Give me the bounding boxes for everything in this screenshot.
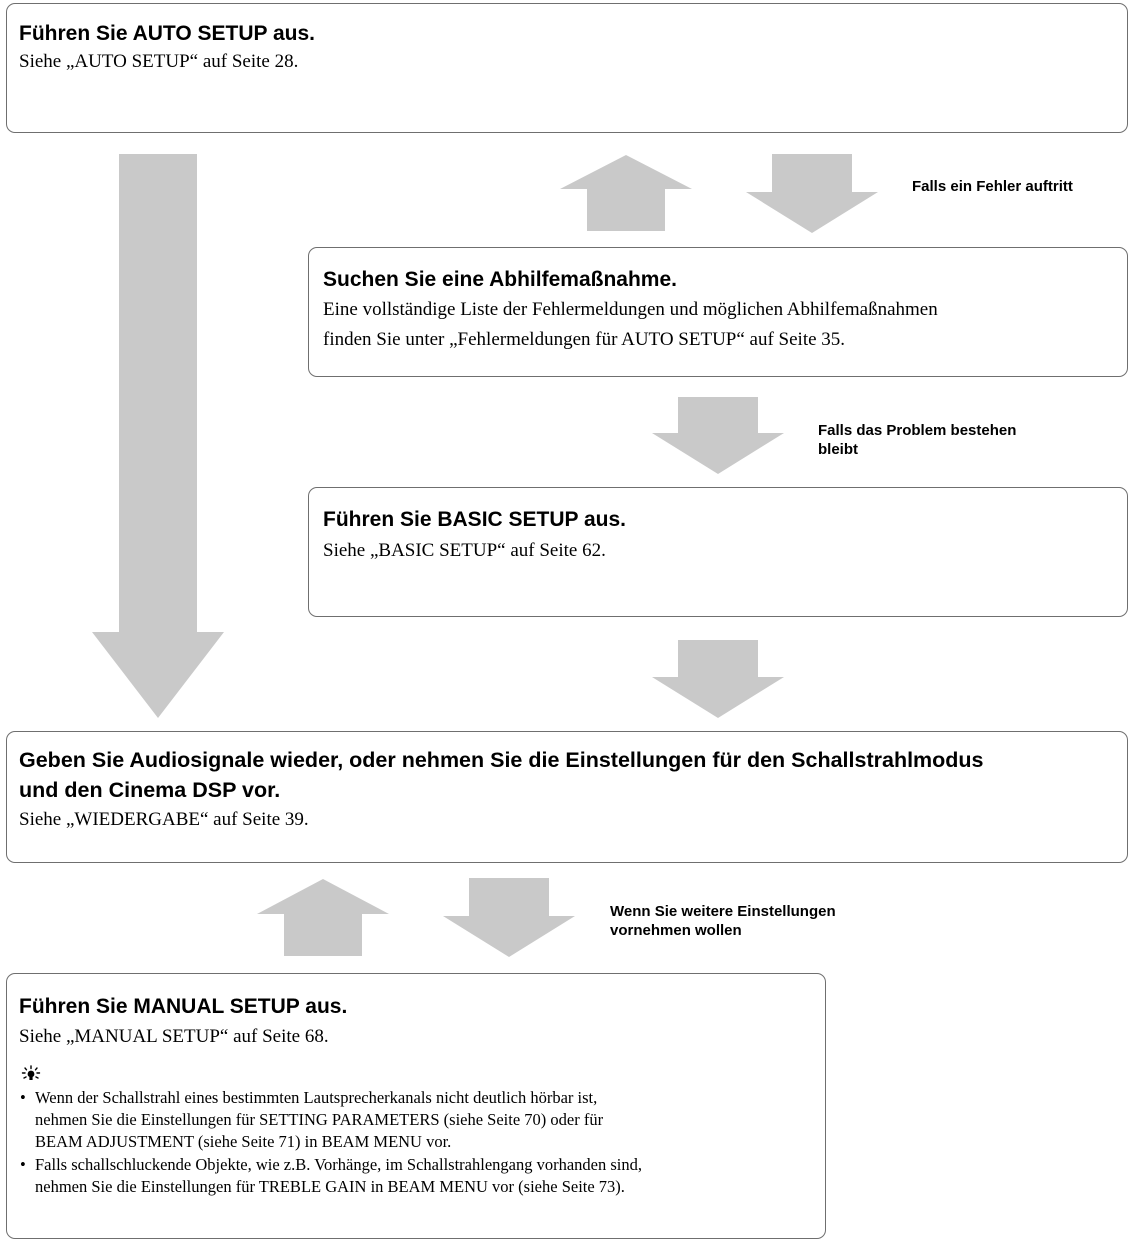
- label-problem-persists: Falls das Problem bestehen: [818, 422, 1017, 439]
- step-title: Suchen Sie eine Abhilfemaßnahme.: [323, 268, 677, 291]
- step-title: Führen Sie BASIC SETUP aus.: [323, 508, 627, 531]
- tips-list: Wenn der Schallstrahl eines bestimmten L…: [19, 1087, 642, 1199]
- step-playback: Geben Sie Audiosignale wieder, oder nehm…: [6, 731, 1128, 863]
- tip-line: nehmen Sie die Einstellungen für SETTING…: [35, 1110, 604, 1129]
- step-reference: Siehe „MANUAL SETUP“ auf Seite 68.: [19, 1026, 329, 1047]
- step-reference: Siehe „WIEDERGABE“ auf Seite 39.: [19, 809, 309, 830]
- step-description-line: finden Sie unter „Fehlermeldungen für AU…: [323, 329, 846, 350]
- lightbulb-icon: [21, 1065, 41, 1080]
- tip-item: Wenn der Schallstrahl eines bestimmten L…: [19, 1087, 642, 1153]
- label-more-settings: vornehmen wollen: [610, 922, 742, 939]
- down-arrow-persist: [652, 397, 784, 474]
- label-problem-persists: bleibt: [818, 441, 858, 458]
- arrow-shape: [652, 640, 784, 718]
- tip-line: Wenn der Schallstrahl eines bestimmten L…: [35, 1088, 598, 1107]
- step-title: Führen Sie MANUAL SETUP aus.: [19, 995, 348, 1018]
- up-arrow-repeat: [257, 879, 389, 956]
- label-more-settings: Wenn Sie weitere Einstellungen: [610, 903, 836, 920]
- step-reference: Siehe „AUTO SETUP“ auf Seite 28.: [19, 51, 299, 72]
- label-error: Falls ein Fehler auftritt: [912, 178, 1073, 195]
- arrow-shape: [746, 154, 878, 233]
- tip-line: BEAM ADJUSTMENT (siehe Seite 71) in BEAM…: [35, 1132, 452, 1151]
- tip-line: Falls schallschluckende Objekte, wie z.B…: [35, 1155, 643, 1174]
- step-find-remedy: Suchen Sie eine Abhilfemaßnahme. Eine vo…: [308, 247, 1128, 377]
- step-reference: Siehe „BASIC SETUP“ auf Seite 62.: [323, 540, 606, 561]
- arrow-shape: [443, 878, 575, 957]
- arrow-shape: [92, 154, 224, 718]
- down-arrow-more: [443, 878, 575, 957]
- tip-line: nehmen Sie die Einstellungen für TREBLE …: [35, 1177, 625, 1196]
- step-title: Geben Sie Audiosignale wieder, oder nehm…: [19, 748, 984, 772]
- arrow-shape: [652, 397, 784, 474]
- down-arrow-error: [746, 154, 878, 233]
- step-auto-setup: Führen Sie AUTO SETUP aus. Siehe „AUTO S…: [6, 3, 1128, 133]
- down-arrow-basic: [652, 640, 784, 718]
- arrow-shape: [560, 155, 692, 231]
- step-description-line: Eine vollständige Liste der Fehlermeldun…: [323, 299, 938, 320]
- step-basic-setup: Führen Sie BASIC SETUP aus. Siehe „BASIC…: [308, 487, 1128, 617]
- up-arrow-retry: [560, 155, 692, 231]
- step-manual-setup: Führen Sie MANUAL SETUP aus. Siehe „MANU…: [6, 973, 826, 1239]
- tip-item: Falls schallschluckende Objekte, wie z.B…: [19, 1154, 642, 1198]
- step-title: und den Cinema DSP vor.: [19, 778, 281, 802]
- arrow-shape: [257, 879, 389, 956]
- step-title: Führen Sie AUTO SETUP aus.: [19, 22, 316, 45]
- long-down-arrow: [92, 154, 224, 718]
